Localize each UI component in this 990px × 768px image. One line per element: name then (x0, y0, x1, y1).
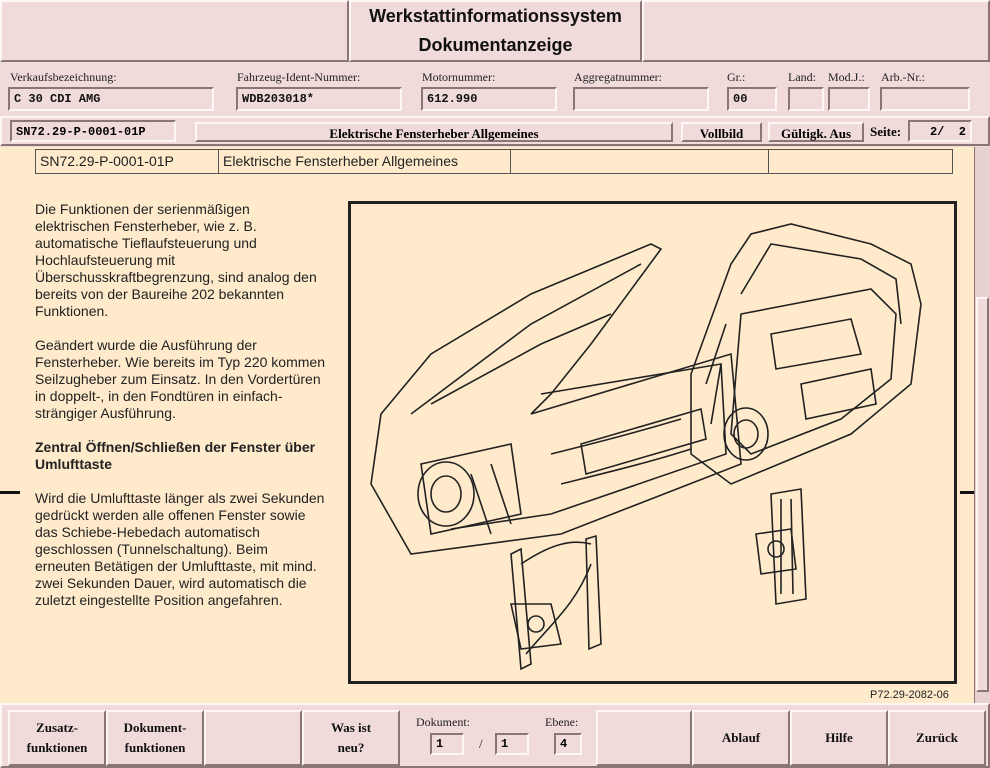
dokument-label: Dokument: (416, 715, 470, 729)
aggregat-label: Aggregatnummer: (574, 70, 662, 84)
section-heading: Zentral Öffnen/Schließen der Fenster übe… (35, 439, 316, 472)
land-field[interactable] (788, 87, 824, 111)
figure-door-window-lifters (348, 201, 957, 684)
gueltigkeit-button[interactable]: Gültigk. Aus (768, 122, 864, 142)
fin-field[interactable]: WDB203018* (236, 87, 402, 111)
table-empty-cell-2 (769, 150, 952, 173)
document-content: SN72.29-P-0001-01P Elektrische Fensterhe… (0, 147, 974, 703)
verkaufsbezeichnung-field[interactable]: C 30 CDI AMG (8, 87, 214, 111)
paragraph-1: Die Funktionen der serienmäßigen elektri… (35, 201, 317, 319)
was-ist-neu-button[interactable]: Was ist neu? (302, 710, 400, 766)
table-doc-id: SN72.29-P-0001-01P (36, 150, 219, 173)
title-right-panel (642, 0, 990, 62)
aggregat-field[interactable] (573, 87, 709, 111)
dokumentfunktionen-button[interactable]: Dokument-funktionen (106, 710, 204, 766)
fin-label: Fahrzeug-Ident-Nummer: (237, 70, 361, 84)
ebene-label: Ebene: (545, 715, 579, 729)
verkaufsbezeichnung-label: Verkaufsbezeichnung: (10, 70, 117, 84)
door-drawing (370, 223, 922, 671)
gr-field[interactable]: 00 (727, 87, 777, 111)
vollbild-button[interactable]: Vollbild (681, 122, 762, 142)
page-marker-left (0, 491, 20, 494)
gr-label: Gr.: (727, 70, 746, 84)
text-block: Die Funktionen der serienmäßigen elektri… (35, 201, 325, 626)
document-bar: SN72.29-P-0001-01P Elektrische Fensterhe… (0, 116, 990, 146)
modj-field[interactable] (828, 87, 870, 111)
empty-button-2[interactable] (596, 710, 692, 766)
table-empty-cell-1 (511, 150, 769, 173)
vehicle-info-bar: Verkaufsbezeichnung: C 30 CDI AMG Fahrze… (0, 64, 990, 116)
title-left-panel (0, 0, 349, 62)
scrollbar-thumb[interactable] (976, 297, 989, 692)
dokument-separator: / (479, 736, 483, 751)
ablauf-button[interactable]: Ablauf (692, 710, 790, 766)
seite-label: Seite: (870, 124, 902, 139)
empty-button-1[interactable] (204, 710, 302, 766)
modj-label: Mod.J.: (828, 70, 865, 84)
doc-header-table: SN72.29-P-0001-01P Elektrische Fensterhe… (35, 149, 953, 174)
dokument-current-field: 1 (430, 733, 464, 755)
dokument-total-field: 1 (495, 733, 529, 755)
paragraph-3: Wird die Umlufttaste länger als zwei Sek… (35, 490, 325, 608)
app-title: Werkstattinformationssystem (369, 6, 622, 26)
page-marker-right (960, 491, 974, 494)
paragraph-2: Geändert wurde die Ausführung der Fenste… (35, 337, 325, 421)
table-doc-title: Elektrische Fensterheber Allgemeines (219, 150, 511, 173)
title-bar: Werkstattinformationssystem Dokumentanze… (0, 0, 990, 62)
was-ist-neu-label-1: Was ist (330, 720, 372, 735)
zusatzfunktionen-label-1: Zusatz- (36, 720, 78, 735)
doc-title-field: Elektrische Fensterheber Allgemeines (195, 122, 673, 142)
was-ist-neu-label-2: neu? (337, 740, 365, 755)
arbnr-field[interactable] (880, 87, 970, 111)
motor-field[interactable]: 612.990 (421, 87, 557, 111)
zurueck-button[interactable]: Zurück (888, 710, 986, 766)
vertical-scrollbar[interactable] (974, 147, 990, 703)
seite-field: 2/ 2 (908, 120, 972, 142)
doc-id-field: SN72.29-P-0001-01P (10, 120, 176, 142)
screen-title: Dokumentanzeige (418, 35, 573, 55)
dokumentfunktionen-label-2: funktionen (124, 740, 186, 755)
ebene-field: 4 (554, 733, 582, 755)
bottom-toolbar: Zusatz-funktionen Dokument-funktionen Wa… (0, 703, 990, 768)
hilfe-button[interactable]: Hilfe (790, 710, 888, 766)
land-label: Land: (788, 70, 816, 84)
arbnr-label: Arb.-Nr.: (881, 70, 925, 84)
figure-reference: P72.29-2082-06 (870, 689, 949, 701)
zusatzfunktionen-label-2: funktionen (26, 740, 88, 755)
motor-label: Motornummer: (422, 70, 496, 84)
zusatzfunktionen-button[interactable]: Zusatz-funktionen (8, 710, 106, 766)
title-center-panel: Werkstattinformationssystem Dokumentanze… (349, 0, 642, 62)
dokumentfunktionen-label-1: Dokument- (123, 720, 187, 735)
